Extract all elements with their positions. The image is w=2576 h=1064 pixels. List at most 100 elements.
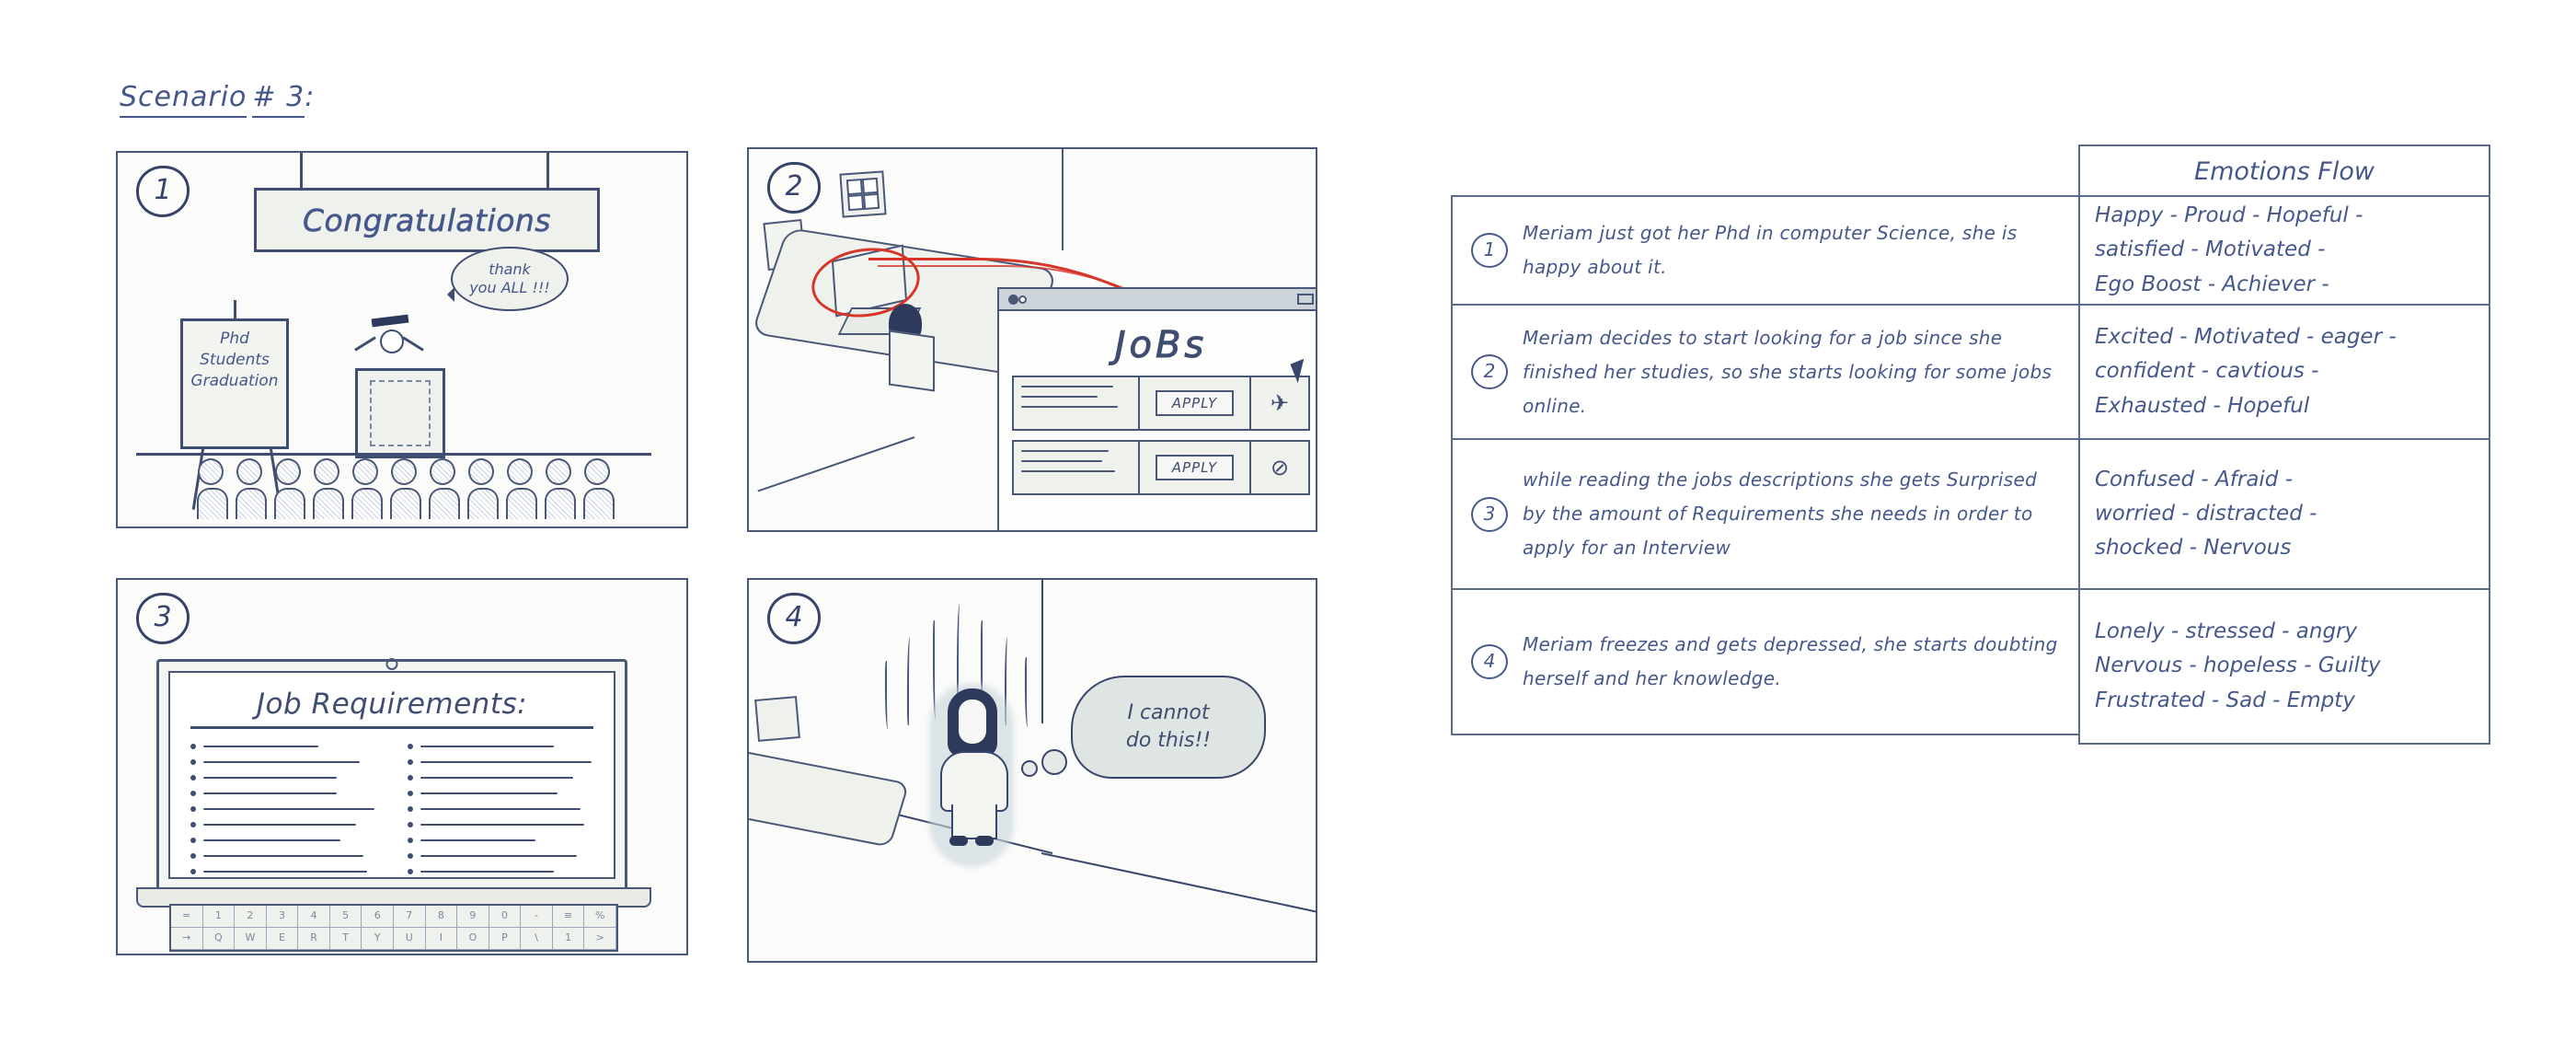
audience-figure (467, 458, 499, 519)
bullet-dot-icon (408, 774, 413, 781)
audience-figure (390, 458, 421, 519)
stress-squiggle (885, 661, 890, 729)
requirement-scribble (420, 760, 592, 763)
emotions-cell: Excited - Motivated - eager - confident … (2078, 304, 2490, 438)
audience-figure (429, 458, 460, 519)
audience-figure (506, 458, 537, 519)
wall-picture-frame-icon (839, 170, 887, 218)
apply-cell[interactable]: APPLY (1138, 377, 1249, 429)
job-listing-row[interactable]: APPLY ⊘ (1012, 440, 1310, 495)
audience-figure (236, 458, 267, 519)
requirement-scribble (420, 838, 536, 841)
easel-post (234, 300, 236, 320)
storyboard-panel-4: 4 I cannot do this!! (747, 578, 1317, 963)
bullet-dot-icon (190, 774, 196, 781)
panel-number-2: 2 (767, 162, 821, 214)
easel-board: Phd Students Graduation (180, 318, 289, 449)
requirement-scribble (203, 823, 356, 826)
webcam-icon (385, 658, 398, 670)
apply-button[interactable]: APPLY (1155, 455, 1235, 480)
status-dot-icon (1018, 295, 1027, 304)
emotions-flow-table: Emotions Flow 1 Meriam just got her Phd … (1451, 145, 2490, 745)
speech-bubble: thank you ALL !!! (447, 247, 569, 311)
requirement-scribble (203, 745, 319, 747)
audience-body (351, 488, 383, 519)
congratulations-banner: Congratulations (254, 188, 600, 252)
audience-body (274, 488, 305, 519)
audience-body (545, 488, 576, 519)
audience-body (506, 488, 537, 519)
bullet-dot-icon (190, 790, 196, 796)
emotion-line: confident - cavtious - (2095, 359, 2319, 384)
job-listing-row[interactable]: APPLY ✈ (1012, 376, 1310, 431)
requirement-bullet (190, 758, 376, 766)
emotion-line: worried - distracted - (2095, 501, 2317, 526)
emotion-line: shocked - Nervous (2095, 536, 2292, 561)
keyboard-key: 6 (362, 906, 394, 928)
easel-line-1: Phd (220, 330, 249, 348)
audience-body (429, 488, 460, 519)
requirement-scribble (420, 745, 555, 747)
requirement-bullet (190, 851, 376, 860)
requirement-bullet (408, 773, 593, 781)
keyboard-key: 9 (457, 906, 489, 928)
keyboard-key: > (584, 928, 616, 950)
paper-plane-icon[interactable]: ✈ (1249, 377, 1308, 429)
row-number: 1 (1471, 233, 1508, 268)
panel-number-3: 3 (136, 593, 190, 644)
bullet-dot-icon (408, 758, 413, 765)
description-cell: 3 while reading the jobs descriptions sh… (1451, 438, 2078, 588)
bullet-dot-icon (190, 868, 196, 874)
table-header-row: Emotions Flow (1451, 145, 2490, 195)
description-cell: 4 Meriam freezes and gets depressed, she… (1451, 588, 2078, 735)
requirement-scribble (203, 792, 338, 794)
panel-number-1: 1 (136, 166, 190, 217)
keyboard-key: \ (521, 928, 553, 950)
emotion-line: Happy - Proud - Hopeful - (2095, 203, 2363, 228)
keyboard-key: I (425, 928, 458, 950)
scenario-colon: : (305, 81, 316, 113)
requirement-scribble (420, 870, 555, 873)
easel-line-2: Students (200, 350, 270, 369)
audience-head (584, 458, 610, 485)
apply-button[interactable]: APPLY (1155, 390, 1235, 416)
audience-head (236, 458, 262, 485)
keyboard-key: 3 (266, 906, 299, 928)
emotion-line: satisfied - Motivated - (2095, 237, 2326, 262)
keyboard-key: O (457, 928, 489, 950)
description-text: while reading the jobs descriptions she … (1523, 468, 2038, 559)
audience-head (391, 458, 417, 485)
table-row: 1 Meriam just got her Phd in computer Sc… (1451, 195, 2490, 304)
bullet-dot-icon (408, 852, 413, 859)
keyboard-key: - (521, 906, 553, 928)
requirement-scribble (420, 854, 577, 857)
stress-squiggle (957, 604, 961, 716)
podium (355, 368, 445, 458)
character-shoe-left (949, 836, 968, 846)
stress-squiggle (1005, 637, 1009, 725)
keyboard-key: 4 (298, 906, 330, 928)
requirement-bullet (408, 851, 593, 860)
bullet-dot-icon (190, 758, 196, 765)
keyboard-key: Y (362, 928, 394, 950)
apply-cell[interactable]: APPLY (1138, 442, 1249, 493)
camera-dot-icon (1008, 294, 1018, 305)
scenario-word: Scenario (120, 81, 247, 118)
audience-head (275, 458, 301, 485)
keyboard-key: 8 (425, 906, 458, 928)
row-number: 2 (1471, 354, 1508, 389)
requirement-bullet (408, 742, 593, 750)
panel-number-4: 4 (767, 593, 821, 644)
audience-figure (545, 458, 576, 519)
audience-head (314, 458, 339, 485)
requirement-bullet (408, 867, 593, 875)
audience-figure (351, 458, 383, 519)
requirement-bullet (190, 836, 376, 844)
table-row: 3 while reading the jobs descriptions sh… (1451, 438, 2490, 588)
emotions-flow-header: Emotions Flow (2078, 145, 2490, 195)
emotion-line: Exhausted - Hopeful (2095, 393, 2310, 418)
requirement-bullet (190, 742, 376, 750)
browser-title-bar (999, 289, 1316, 311)
circle-slash-icon[interactable]: ⊘ (1249, 442, 1308, 493)
